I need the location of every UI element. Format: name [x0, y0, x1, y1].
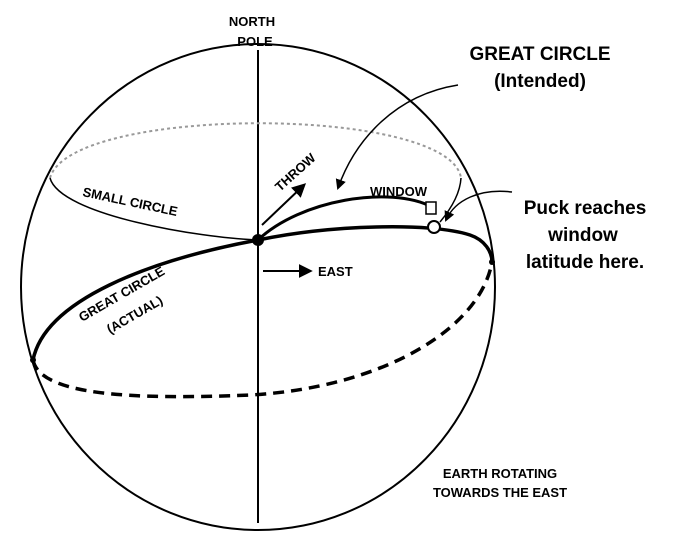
great-circle-intended-label-line2: (Intended) — [494, 71, 586, 92]
great-circle-end-left — [30, 357, 36, 363]
puck-label-line2: window — [547, 225, 618, 246]
intended-pointer-arrow — [335, 84, 459, 190]
window-label: WINDOW — [370, 184, 428, 199]
window-marker — [425, 201, 437, 215]
east-label: EAST — [318, 264, 353, 279]
earth-rotating-label-line1: EARTH ROTATING — [443, 466, 557, 481]
throw-origin-point — [252, 234, 264, 246]
small-circle-front — [49, 177, 259, 241]
great-circle-end-right — [489, 259, 495, 265]
great-circle-actual-back — [31, 261, 494, 399]
north-pole-label-line2: POLE — [237, 34, 273, 49]
puck-point — [427, 220, 441, 234]
small-circle-back — [49, 122, 462, 179]
earth-rotating-label-line2: TOWARDS THE EAST — [433, 485, 567, 500]
throw-label: THROW — [272, 150, 319, 194]
throw-arrow — [261, 183, 307, 226]
great-circle-intended-arc — [256, 195, 433, 242]
north-pole-label-line1: NORTH — [229, 14, 275, 29]
small-circle-label: SMALL CIRCLE — [81, 184, 179, 219]
great-circle-actual-front — [31, 225, 494, 361]
small-circle-front-right — [439, 177, 462, 223]
sphere-outline — [20, 43, 496, 531]
puck-label-line1: Puck reaches — [524, 198, 647, 219]
puck-label-line3: latitude here. — [526, 252, 644, 273]
great-circle-intended-label-line1: GREAT CIRCLE — [469, 44, 610, 65]
puck-pointer-arrow — [444, 190, 513, 222]
